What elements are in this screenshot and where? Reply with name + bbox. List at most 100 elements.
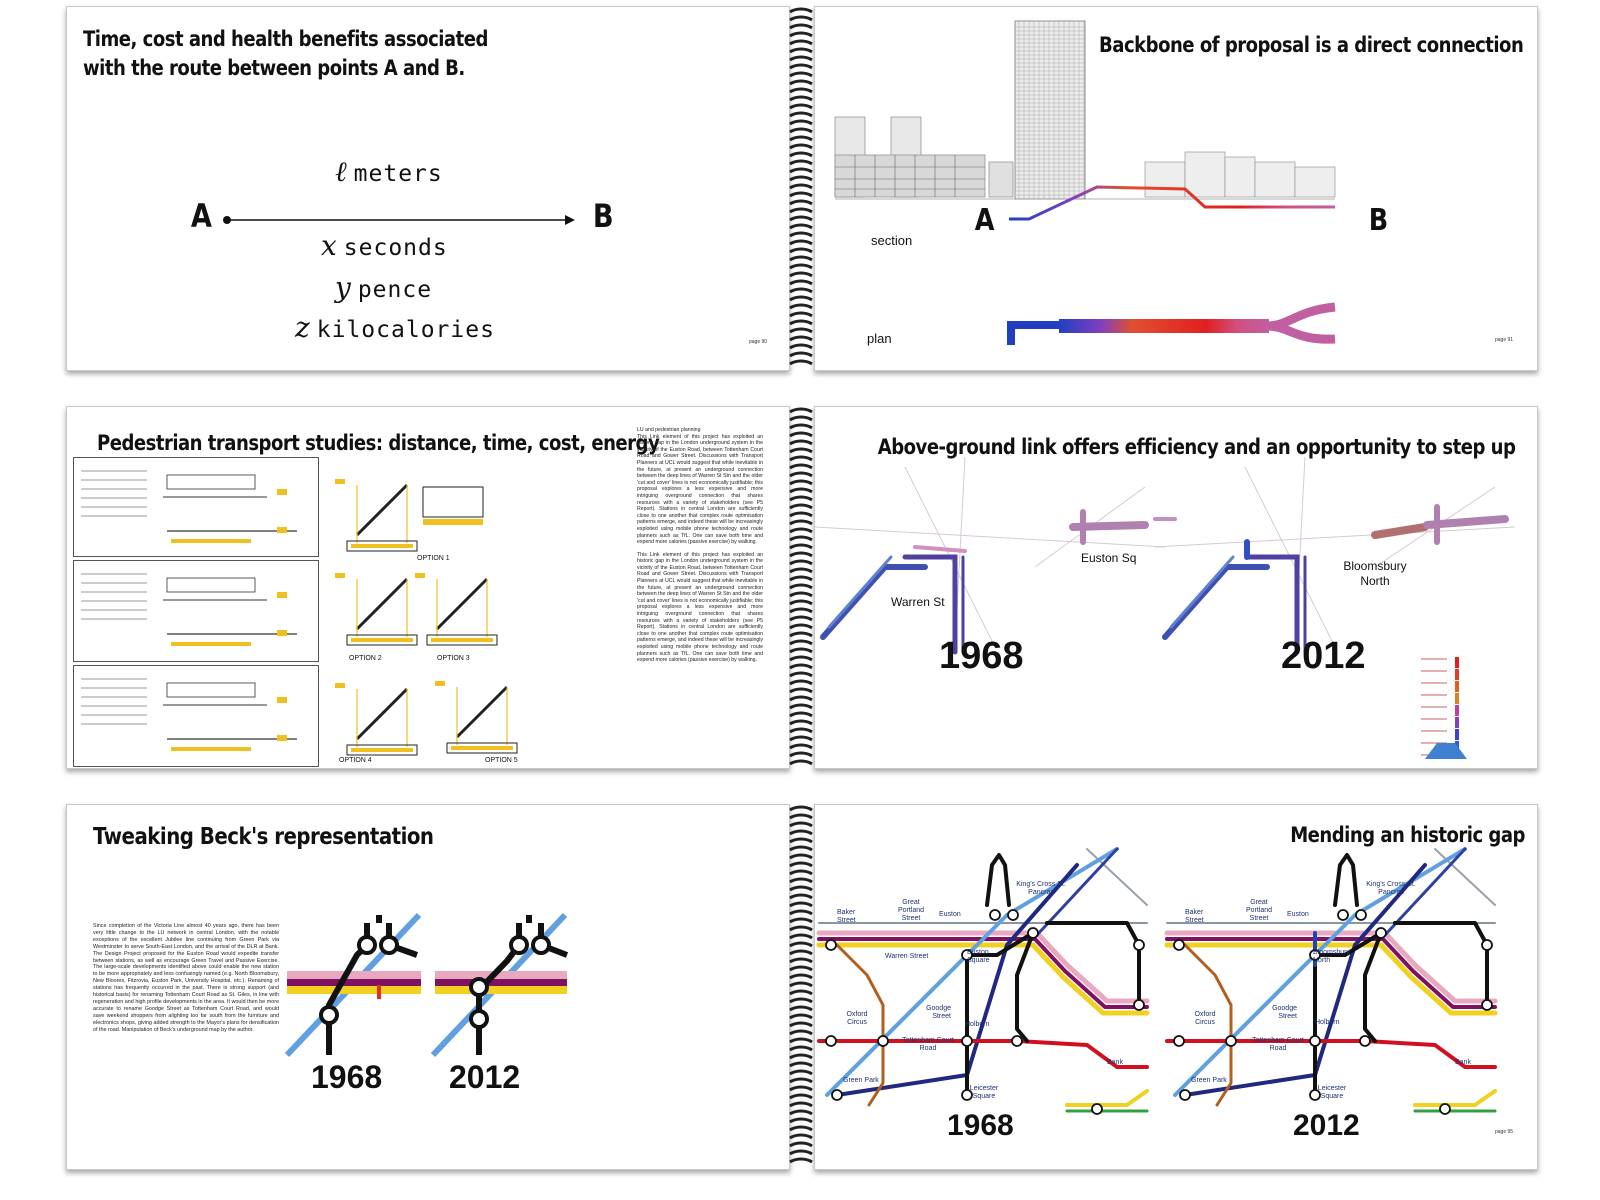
binding-coil bbox=[789, 199, 813, 206]
page-93: Above-ground link offers efficiency and … bbox=[814, 406, 1538, 769]
station-interchange bbox=[1337, 909, 1349, 921]
binding-coil bbox=[789, 1077, 813, 1084]
station-interchange bbox=[1225, 1035, 1237, 1047]
station-interchange bbox=[1359, 1035, 1371, 1047]
label-great-portland: Great Portland Street bbox=[897, 899, 925, 922]
label-green-park-2012: Green Park bbox=[1191, 1077, 1227, 1084]
station-interchange bbox=[1309, 1089, 1321, 1101]
year-2012: 2012 bbox=[1281, 635, 1366, 677]
binding-coil bbox=[789, 1069, 813, 1076]
spiral-binding bbox=[789, 407, 813, 766]
label-oxford-circus-2012: Oxford Circus bbox=[1194, 1011, 1216, 1026]
binding-coil bbox=[789, 463, 813, 470]
binding-coil bbox=[789, 231, 813, 238]
binding-coil bbox=[789, 719, 813, 726]
label-baker-street-2012: Baker Street bbox=[1185, 909, 1204, 924]
unit-pence: pence bbox=[357, 277, 433, 303]
binding-coil bbox=[789, 821, 813, 828]
station-interchange bbox=[825, 939, 837, 951]
page-title: Backbone of proposal is a direct connect… bbox=[1098, 33, 1524, 57]
binding-coil bbox=[789, 255, 813, 262]
binding-coil bbox=[789, 159, 813, 166]
point-a-label: A bbox=[190, 197, 212, 235]
binding-coil bbox=[789, 23, 813, 30]
binding-coil bbox=[789, 303, 813, 310]
point-a-label: A bbox=[974, 203, 995, 238]
binding-coil bbox=[789, 703, 813, 710]
page-title: Pedestrian transport studies: distance, … bbox=[97, 431, 660, 455]
binding-coil bbox=[789, 519, 813, 526]
binding-coil bbox=[789, 751, 813, 758]
station-interchange bbox=[1133, 939, 1145, 951]
binding-coil bbox=[789, 55, 813, 62]
binding-coil bbox=[789, 31, 813, 38]
section-label: section bbox=[871, 233, 913, 248]
page-number: page 90 bbox=[749, 339, 768, 345]
section-skyline-illustration bbox=[834, 20, 1336, 345]
station-interchange bbox=[1355, 909, 1367, 921]
page-90: Time, cost and health benefits associate… bbox=[66, 6, 790, 371]
option-2-label: OPTION 2 bbox=[349, 655, 382, 662]
body-paragraph-2: This Link element of this project has ex… bbox=[637, 551, 763, 664]
binding-coil bbox=[789, 247, 813, 254]
binding-coil bbox=[789, 575, 813, 582]
binding-coil bbox=[789, 805, 813, 812]
binding-coil bbox=[789, 111, 813, 118]
binding-coil bbox=[789, 583, 813, 590]
var-x: x bbox=[321, 229, 338, 262]
study-table-1 bbox=[73, 457, 319, 557]
station-interchange bbox=[961, 1035, 973, 1047]
label-tottenham-2012: Tottenham Court Road bbox=[1252, 1037, 1304, 1052]
label-baker-street: Baker Street bbox=[837, 909, 856, 924]
binding-coil bbox=[789, 295, 813, 302]
binding-coil bbox=[789, 981, 813, 988]
binding-coil bbox=[789, 487, 813, 494]
year-2012: 2012 bbox=[449, 1059, 521, 1095]
beck-map-comparison bbox=[284, 912, 569, 1058]
year-1968: 1968 bbox=[939, 635, 1024, 677]
body-text-column: LU and pedestrian planning This Link ele… bbox=[637, 427, 763, 664]
option-4-label: OPTION 4 bbox=[339, 757, 372, 764]
binding-coil bbox=[789, 1061, 813, 1068]
binding-coil bbox=[789, 215, 813, 222]
option-5-label: OPTION 5 bbox=[485, 757, 518, 764]
binding-coil bbox=[789, 279, 813, 286]
binding-coil bbox=[789, 535, 813, 542]
binding-coil bbox=[789, 599, 813, 606]
binding-coil bbox=[789, 343, 813, 350]
binding-coil bbox=[789, 735, 813, 742]
station-bloomsbury-north: Bloomsbury North bbox=[1343, 559, 1407, 588]
var-z: z bbox=[295, 311, 311, 344]
binding-coil bbox=[789, 1005, 813, 1012]
binding-coil bbox=[789, 893, 813, 900]
station-interchange bbox=[1309, 949, 1321, 961]
label-bank-2012: Bank bbox=[1455, 1059, 1471, 1066]
binding-coil bbox=[789, 311, 813, 318]
binding-coil bbox=[789, 439, 813, 446]
binding-coil bbox=[789, 143, 813, 150]
unit-seconds: seconds bbox=[343, 235, 448, 261]
binding-coil bbox=[789, 1109, 813, 1116]
label-great-portland-2012: Great Portland Street bbox=[1245, 899, 1273, 922]
station-interchange bbox=[961, 949, 973, 961]
binding-coil bbox=[789, 853, 813, 860]
station-interchange bbox=[1027, 927, 1039, 939]
binding-coil bbox=[789, 1021, 813, 1028]
plan-label: plan bbox=[867, 331, 892, 346]
var-y: y bbox=[335, 271, 352, 304]
label-green-park: Green Park bbox=[843, 1077, 879, 1084]
binding-coil bbox=[789, 71, 813, 78]
binding-coil bbox=[789, 503, 813, 510]
binding-coil bbox=[789, 1045, 813, 1052]
station-warren-st: Warren St bbox=[891, 595, 945, 609]
page-number: page 95 bbox=[1495, 1129, 1514, 1135]
station-interchange bbox=[1173, 1035, 1185, 1047]
station-interchange bbox=[1007, 909, 1019, 921]
year-2012: 2012 bbox=[1293, 1109, 1360, 1142]
page-title: Tweaking Beck's representation bbox=[93, 824, 434, 850]
unit-kilocalories: kilocalories bbox=[316, 317, 495, 343]
binding-coil bbox=[789, 679, 813, 686]
binding-coil bbox=[789, 135, 813, 142]
station-interchange bbox=[989, 909, 1001, 921]
